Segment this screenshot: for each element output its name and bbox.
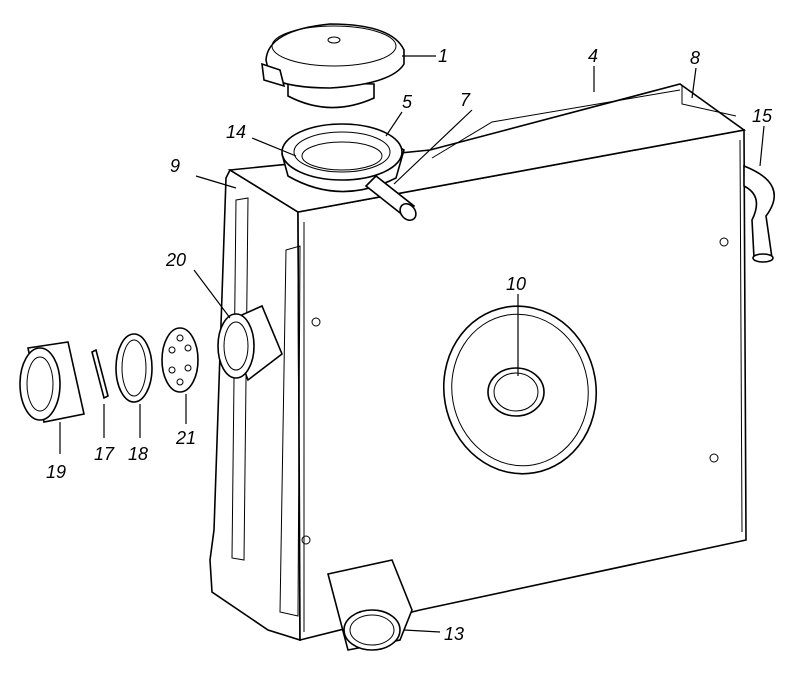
callout-14: 14 [226,122,246,142]
gasket-part-21 [161,327,199,393]
callout-19: 19 [46,462,66,482]
callout-labels: 1 4 5 7 8 9 10 13 14 15 17 18 19 20 21 [46,46,773,644]
vent-pipe-part-7 [364,174,417,222]
callout-21: 21 [175,428,196,448]
callout-13: 13 [444,624,464,644]
callout-10: 10 [506,274,526,294]
callout-4: 4 [588,46,598,66]
callout-18: 18 [128,444,148,464]
callout-5: 5 [402,92,413,112]
side-fitting-part-20 [217,304,283,382]
callout-15: 15 [752,106,773,126]
callout-8: 8 [690,48,700,68]
lock-ring-part-17 [91,348,109,400]
callout-7: 7 [460,90,471,110]
overflow-pipe-part-15 [743,164,776,263]
seal-ring-part-18 [115,333,153,403]
callout-1: 1 [438,46,448,66]
filler-neck-part-14 [281,123,405,193]
coupling-nut-part-19 [19,341,85,423]
outlet-pipe-part-13 [327,559,413,651]
callout-20: 20 [165,250,186,270]
callout-9: 9 [170,156,180,176]
sight-glass-part-10 [442,305,598,475]
callout-17: 17 [94,444,115,464]
filler-cap-part-1 [261,23,405,109]
leader-lines [59,55,765,633]
